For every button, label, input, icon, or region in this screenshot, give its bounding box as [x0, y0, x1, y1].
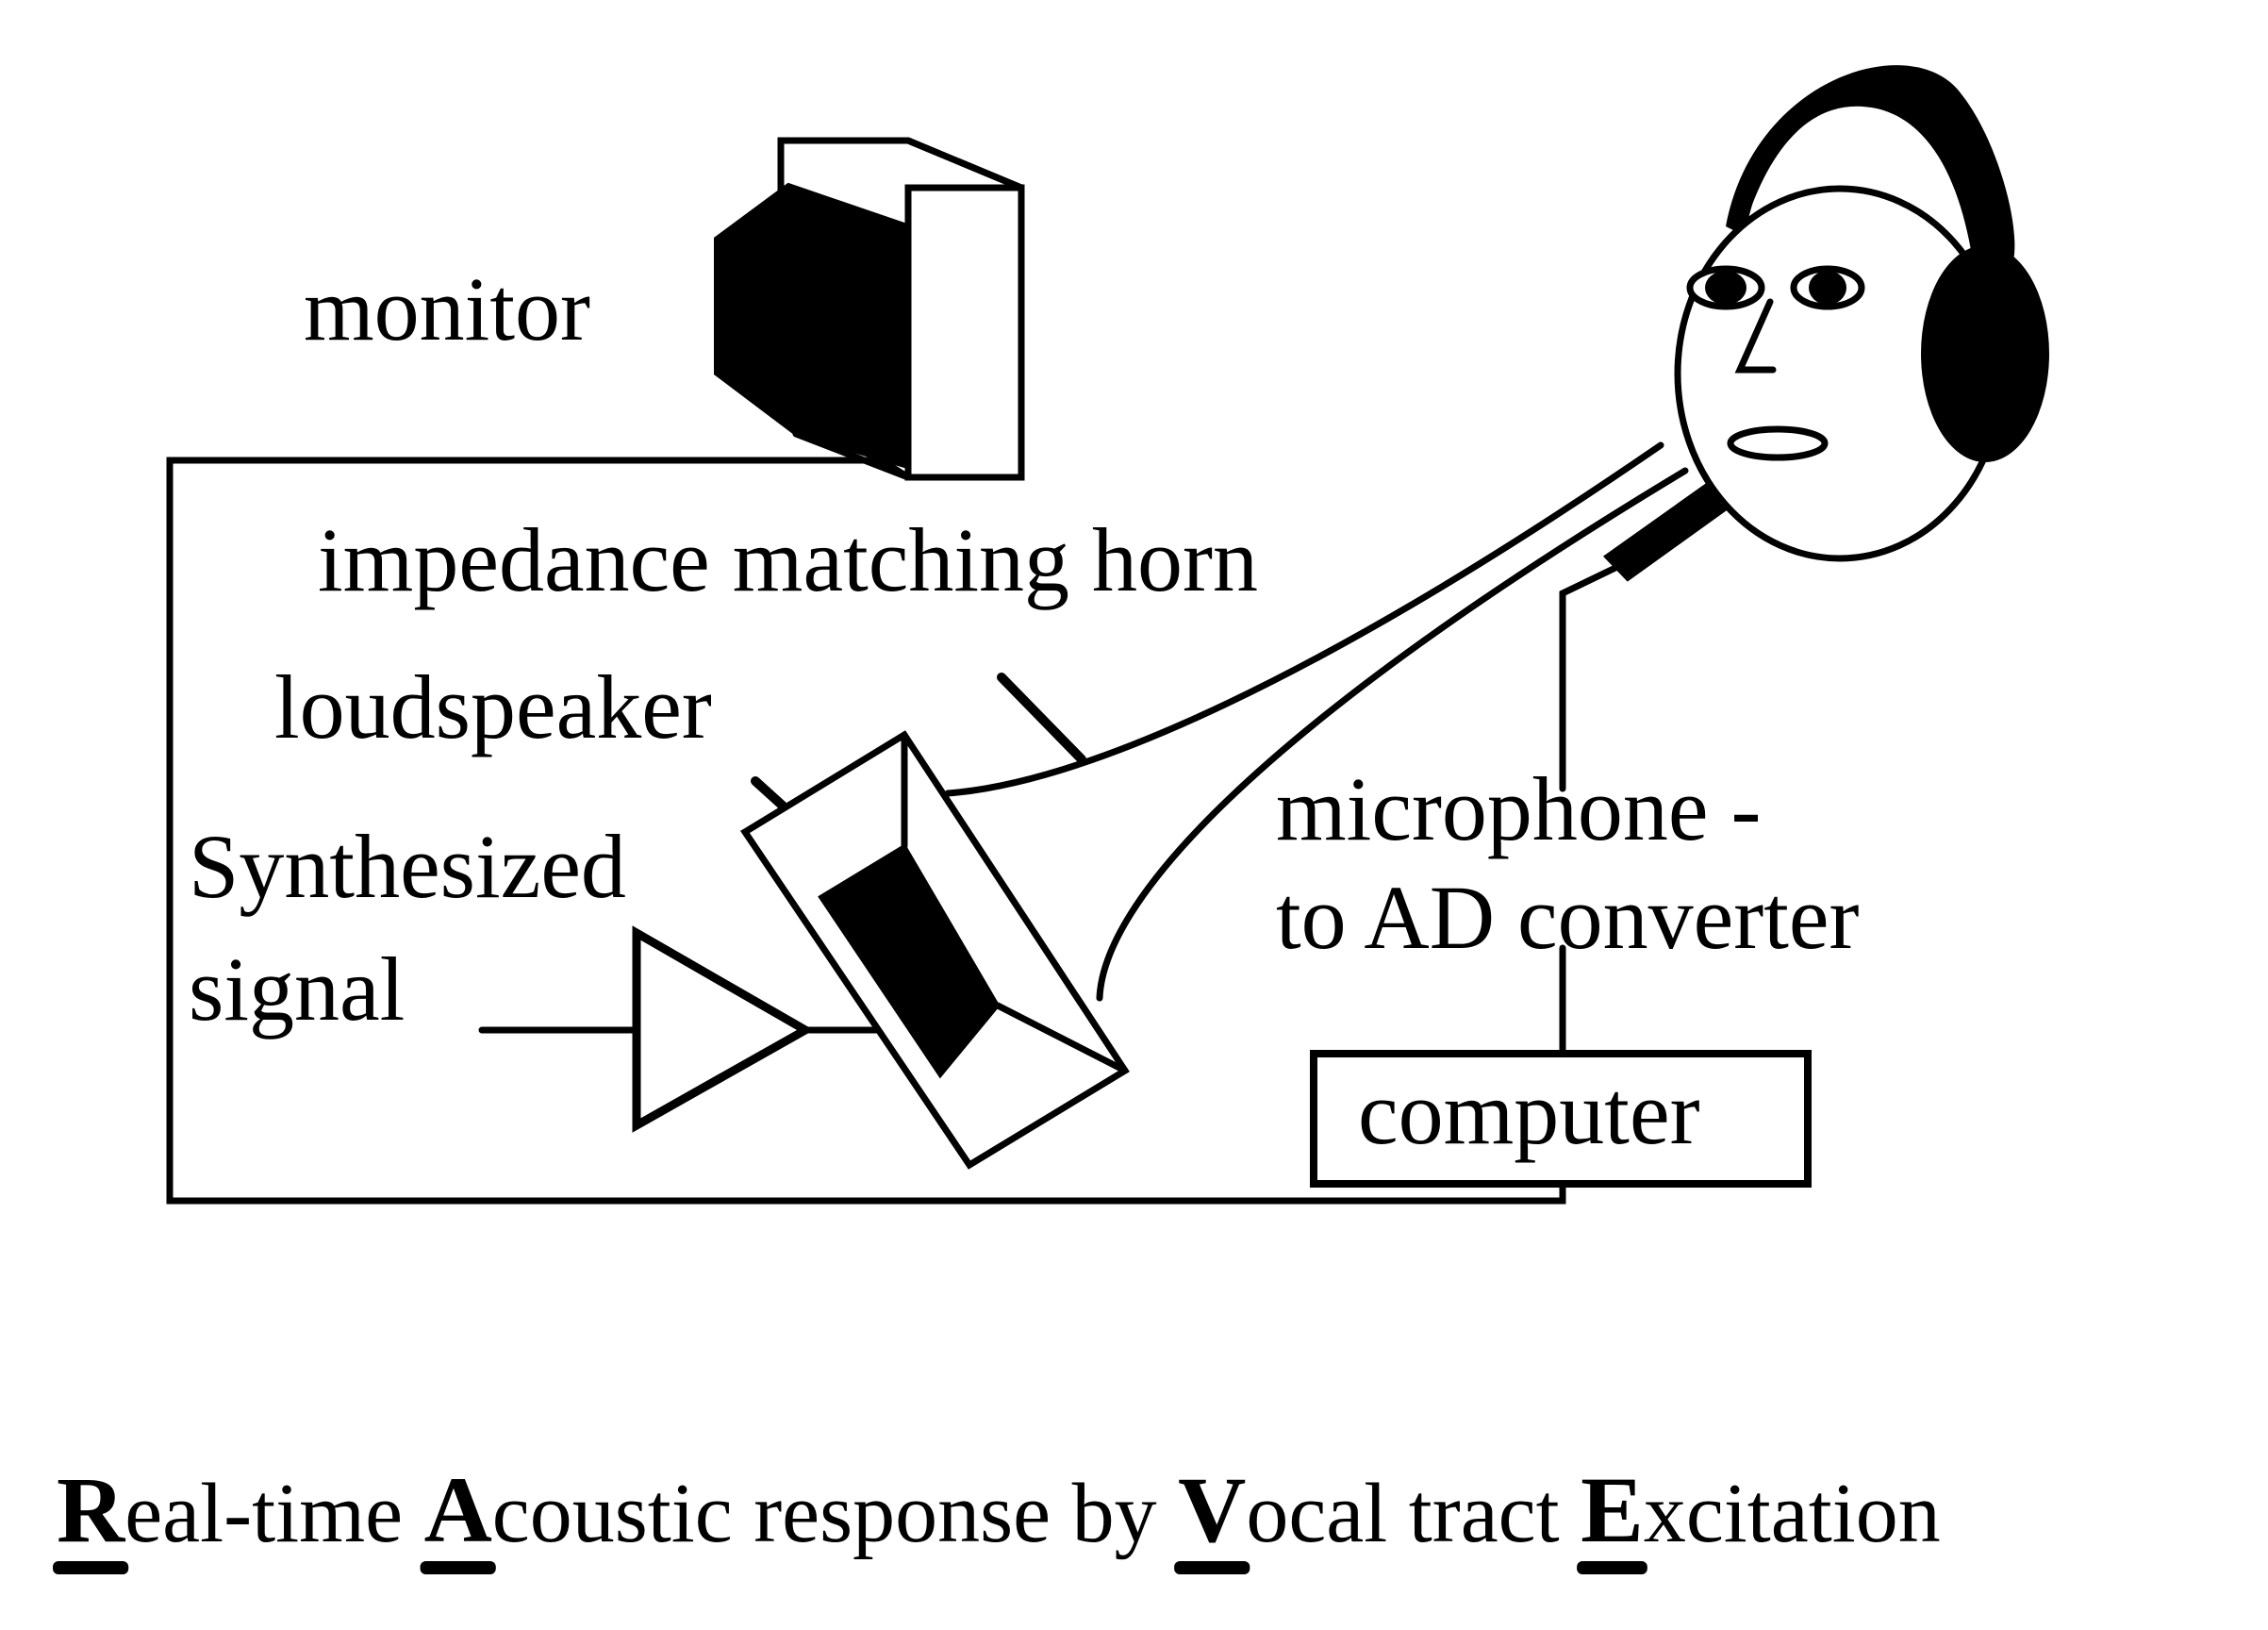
amplifier-icon	[632, 925, 815, 1133]
monitor-screen	[714, 182, 906, 469]
right-pupil	[1809, 271, 1846, 305]
title-initial-e: E	[1581, 1457, 1644, 1562]
horn-pointer	[997, 673, 1086, 764]
title-underline-2	[420, 1561, 496, 1574]
computer-label: computer	[1358, 1062, 1700, 1163]
title-part-3: ocal tract	[1246, 1467, 1581, 1560]
title-initial-underlines	[53, 1561, 1647, 1574]
horn-lower-edge	[1096, 467, 1689, 1002]
loudspeaker-icon	[740, 730, 1130, 1170]
loudspeaker-label: loudspeaker	[274, 657, 712, 757]
microphone-stand	[1559, 563, 1621, 792]
headphone-band-front	[1730, 76, 2004, 283]
nose	[1734, 298, 1777, 374]
headphone-earcup	[1921, 245, 2049, 462]
title-underline-4	[1577, 1561, 1647, 1574]
monitor-icon	[714, 137, 1025, 481]
computer-box	[1310, 1050, 1812, 1188]
title-part-2: coustic response by	[492, 1467, 1178, 1560]
horn-upper-edge	[944, 441, 1664, 797]
title-initial-v: V	[1178, 1457, 1246, 1562]
title-part-1: eal-time	[124, 1467, 423, 1560]
monitor-label: monitor	[304, 258, 590, 359]
horn-label: impedance matching horn	[318, 509, 1258, 610]
title-initial-r: R	[57, 1457, 126, 1562]
title-initial-a: A	[424, 1457, 492, 1562]
microphone-label-line1: microphone -	[1276, 758, 1762, 859]
signal-loop-wire	[166, 457, 1566, 1205]
mouth	[1727, 425, 1829, 461]
microphone-icon	[1602, 482, 1728, 582]
title-part-4: xcitation	[1644, 1467, 1941, 1560]
diagram-title: Real-time Acoustic response by Vocal tra…	[57, 1457, 1941, 1562]
listener-head	[1674, 65, 2049, 562]
synth-label-line1: Synthesized	[189, 816, 626, 917]
title-underline-3	[1174, 1561, 1250, 1574]
left-pupil	[1705, 271, 1747, 305]
title-underline-1	[53, 1561, 129, 1574]
synth-label-line2: signal	[189, 939, 405, 1040]
microphone-label-line2: to AD converter	[1276, 867, 1860, 968]
